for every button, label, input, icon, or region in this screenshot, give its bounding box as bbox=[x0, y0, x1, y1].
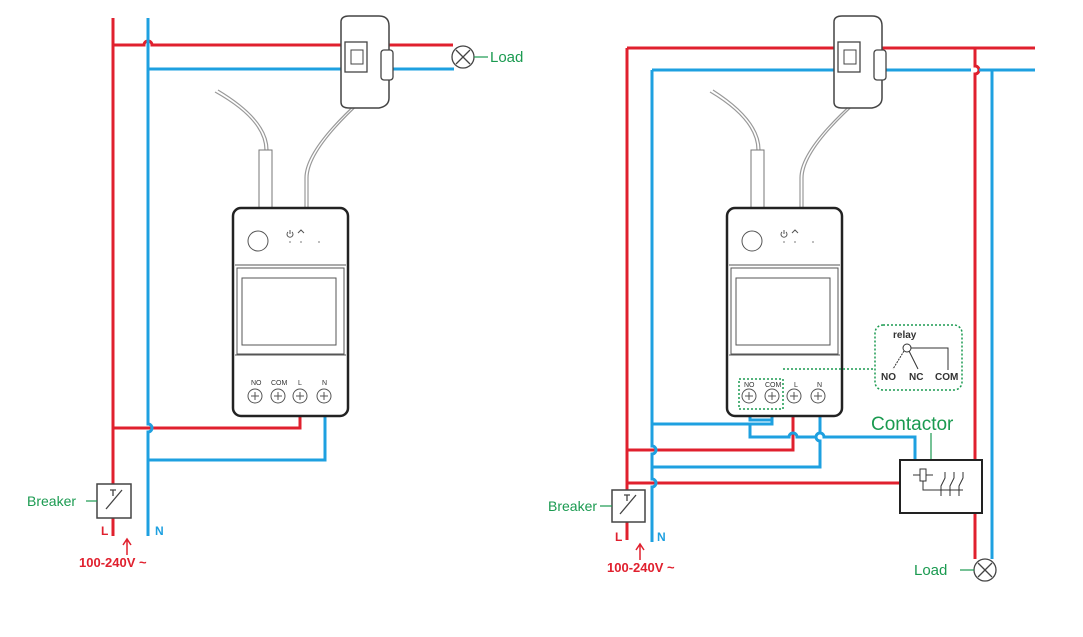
contactor-label: Contactor bbox=[871, 414, 954, 435]
left-wiring: Load NO COM L N Breaker L N 100-240V ~ bbox=[27, 15, 523, 570]
terminal-label: NO bbox=[744, 382, 755, 389]
breaker-label: Breaker bbox=[27, 493, 76, 509]
load-icon bbox=[973, 558, 997, 582]
relay-callout: relay NO NC COM bbox=[874, 324, 963, 391]
n-label: N bbox=[657, 530, 666, 544]
terminal-label: COM bbox=[271, 380, 288, 387]
contactor-icon bbox=[899, 459, 983, 514]
arrow-up-icon bbox=[122, 537, 132, 555]
load-label: Load bbox=[914, 562, 947, 579]
l-label: L bbox=[615, 530, 622, 544]
current-clamp bbox=[833, 15, 887, 109]
breaker-icon bbox=[96, 483, 132, 519]
load-icon bbox=[451, 45, 475, 69]
relay-com-label: COM bbox=[935, 372, 958, 383]
load-label: Load bbox=[490, 49, 523, 66]
right-wiring: NO COM L N relay NO NC COM Contactor Loa… bbox=[548, 15, 1035, 582]
relay-no-label: NO bbox=[881, 372, 896, 383]
voltage-label: 100-240V ~ bbox=[607, 560, 675, 575]
terminal-label: L bbox=[794, 382, 798, 389]
relay-title: relay bbox=[893, 330, 917, 341]
terminal-label: N bbox=[322, 380, 327, 387]
terminal-label: COM bbox=[765, 382, 782, 389]
n-label: N bbox=[155, 524, 164, 538]
l-label: L bbox=[101, 524, 108, 538]
relay-highlight bbox=[738, 368, 875, 410]
current-clamp bbox=[340, 15, 394, 109]
arrow-up-icon bbox=[635, 542, 645, 560]
breaker-icon bbox=[611, 489, 646, 523]
relay-nc-label: NC bbox=[909, 372, 923, 383]
terminal-label: L bbox=[298, 380, 302, 387]
terminal-label: NO bbox=[251, 380, 262, 387]
terminal-label: N bbox=[817, 382, 822, 389]
voltage-label: 100-240V ~ bbox=[79, 555, 147, 570]
breaker-label: Breaker bbox=[548, 498, 597, 514]
